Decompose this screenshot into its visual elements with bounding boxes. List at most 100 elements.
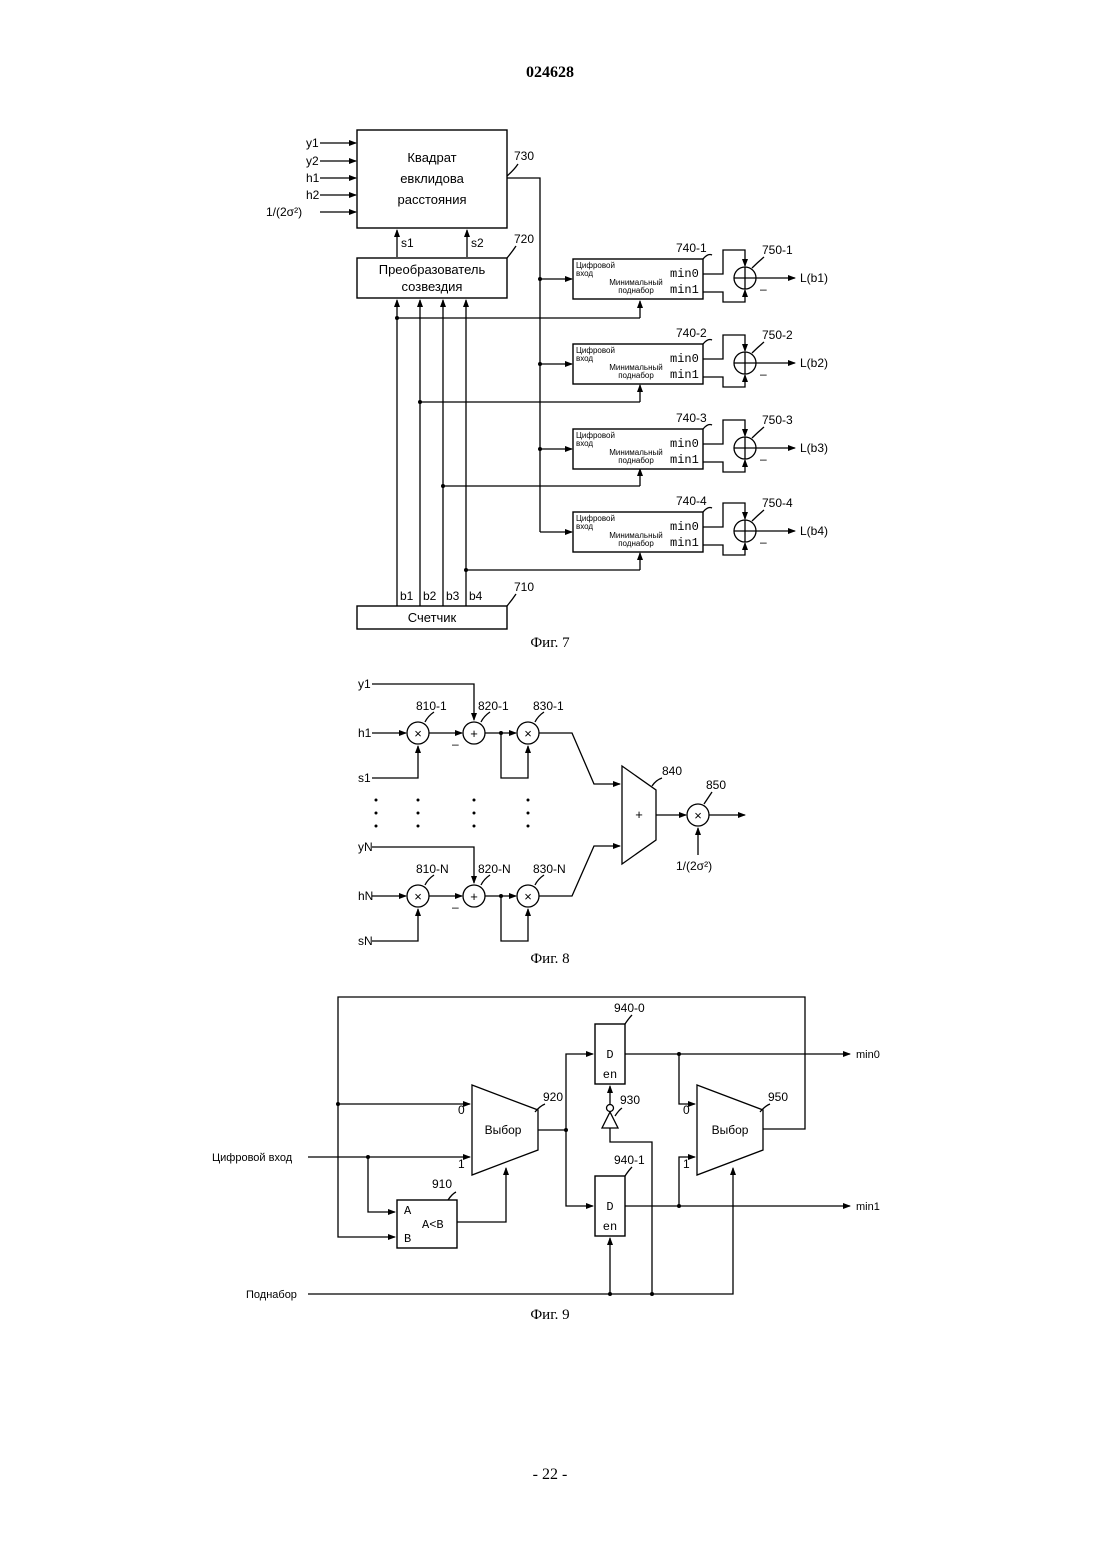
svg-text:B: B (404, 1232, 411, 1246)
svg-text:min1: min1 (670, 368, 699, 382)
svg-text:–: – (760, 282, 767, 296)
svg-text:×: × (414, 889, 422, 904)
fig8-yN: yN (358, 840, 373, 854)
fig8-scale: 1/(2σ²) (676, 859, 712, 873)
ellipsis-dots (375, 799, 530, 828)
svg-text:740-1: 740-1 (676, 241, 707, 255)
svg-text:min1: min1 (670, 453, 699, 467)
svg-text:830-N: 830-N (533, 862, 566, 876)
svg-text:920: 920 (543, 1090, 563, 1104)
svg-text:min0: min0 (670, 520, 699, 534)
svg-text:×: × (524, 726, 532, 741)
svg-text:вход: вход (576, 439, 593, 448)
block720-line1: Преобразователь (379, 262, 486, 277)
svg-text:L(b3): L(b3) (800, 441, 828, 455)
subset-label: Поднабор (246, 1289, 297, 1301)
selector-740-3: Цифровой вход Минимальный поднабор min0 … (573, 411, 712, 469)
svg-text:840: 840 (662, 764, 682, 778)
fig8-y1: y1 (358, 677, 371, 691)
figure-8: y1 h1 × s1 – + × 810-1 820-1 830-1 yN hN… (358, 677, 745, 967)
svg-text:1: 1 (683, 1157, 690, 1171)
selector-740-4: Цифровой вход Минимальный поднабор min0 … (573, 494, 712, 552)
svg-text:A<B: A<B (422, 1218, 444, 1232)
svg-text:L(b2): L(b2) (800, 356, 828, 370)
svg-text:750-4: 750-4 (762, 496, 793, 510)
svg-text:750-2: 750-2 (762, 328, 793, 342)
ref-720: 720 (514, 232, 534, 246)
svg-text:–: – (760, 452, 767, 466)
svg-text:810-1: 810-1 (416, 699, 447, 713)
adder-750-3: – L(b3) 750-3 (703, 413, 828, 472)
block730-line1: Квадрат (407, 150, 456, 165)
svg-text:поднабор: поднабор (618, 286, 654, 295)
svg-text:1: 1 (458, 1157, 465, 1171)
svg-text:en: en (603, 1220, 617, 1234)
selector-740-1: Цифровой вход Минимальный поднабор min0 … (573, 241, 712, 299)
svg-text:830-1: 830-1 (533, 699, 564, 713)
svg-text:940-1: 940-1 (614, 1153, 645, 1167)
svg-text:поднабор: поднабор (618, 456, 654, 465)
label-b2: b2 (423, 589, 437, 603)
block730-line3: расстояния (397, 192, 466, 207)
ref-730: 730 (514, 149, 534, 163)
svg-text:min0: min0 (670, 267, 699, 281)
output-min0: min0 (856, 1049, 880, 1061)
svg-text:750-1: 750-1 (762, 243, 793, 257)
block730-line2: евклидова (400, 171, 464, 186)
adder-750-4: – L(b4) 750-4 (703, 496, 828, 555)
output-min1: min1 (856, 1201, 880, 1213)
label-s1: s1 (401, 236, 414, 250)
svg-text:950: 950 (768, 1090, 788, 1104)
fig8-hN: hN (358, 889, 373, 903)
block720-line2: созвездия (402, 279, 463, 294)
svg-text:L(b4): L(b4) (800, 524, 828, 538)
counter-label: Счетчик (408, 610, 457, 625)
svg-text:×: × (524, 889, 532, 904)
digital-input-label: Цифровой вход (212, 1152, 293, 1164)
svg-text:750-3: 750-3 (762, 413, 793, 427)
input-h2: h2 (306, 188, 320, 202)
svg-text:en: en (603, 1068, 617, 1082)
adder-750-1: – L(b1) 750-1 (703, 243, 828, 302)
svg-text:820-1: 820-1 (478, 699, 509, 713)
svg-text:740-3: 740-3 (676, 411, 707, 425)
svg-text:0: 0 (683, 1103, 690, 1117)
svg-text:A: A (404, 1204, 412, 1218)
svg-text:–: – (760, 367, 767, 381)
svg-text:Выбор: Выбор (712, 1123, 749, 1137)
svg-text:0: 0 (458, 1103, 465, 1117)
svg-text:D: D (606, 1200, 613, 1214)
input-y1: y1 (306, 136, 319, 150)
svg-text:810-N: 810-N (416, 862, 449, 876)
svg-text:+: + (470, 889, 478, 904)
svg-text:вход: вход (576, 354, 593, 363)
label-b3: b3 (446, 589, 460, 603)
svg-text:поднабор: поднабор (618, 371, 654, 380)
ref-710: 710 (514, 580, 534, 594)
label-b1: b1 (400, 589, 414, 603)
svg-text:min0: min0 (670, 352, 699, 366)
svg-text:940-0: 940-0 (614, 1001, 645, 1015)
svg-text:910: 910 (432, 1177, 452, 1191)
svg-text:–: – (452, 900, 459, 914)
svg-text:×: × (414, 726, 422, 741)
svg-text:вход: вход (576, 522, 593, 531)
fig8-caption: Фиг. 8 (530, 951, 569, 967)
svg-text:820-N: 820-N (478, 862, 511, 876)
svg-text:850: 850 (706, 778, 726, 792)
page-footer: - 22 - (0, 1466, 1100, 1484)
label-b4: b4 (469, 589, 483, 603)
svg-text:×: × (694, 808, 702, 823)
svg-text:740-2: 740-2 (676, 326, 707, 340)
fig8-h1: h1 (358, 726, 372, 740)
selector-740-2: Цифровой вход Минимальный поднабор min0 … (573, 326, 712, 384)
adder-750-2: – L(b2) 750-2 (703, 328, 828, 387)
svg-text:L(b1): L(b1) (800, 271, 828, 285)
fig9-caption: Фиг. 9 (530, 1307, 569, 1323)
svg-text:поднабор: поднабор (618, 539, 654, 548)
svg-text:+: + (635, 807, 643, 822)
fig8-s1: s1 (358, 771, 371, 785)
svg-text:min0: min0 (670, 437, 699, 451)
fig7-caption: Фиг. 7 (530, 635, 570, 651)
label-s2: s2 (471, 236, 484, 250)
